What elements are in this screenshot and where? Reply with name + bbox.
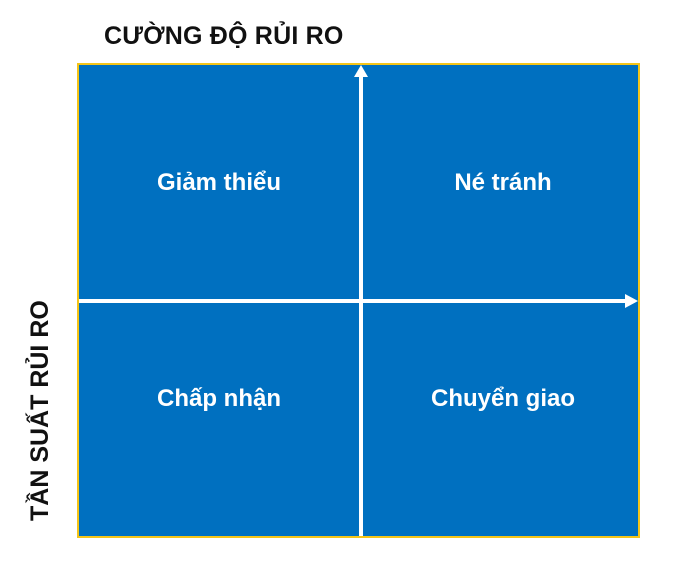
quadrant-bottom-left: Chấp nhận xyxy=(157,385,281,412)
quadrant-top-right: Né tránh xyxy=(454,169,552,196)
quadrant-top-left: Giảm thiểu xyxy=(156,169,282,196)
quadrant-bottom-right: Chuyển giao xyxy=(430,385,575,412)
horizontal-axis-line xyxy=(79,299,628,303)
x-axis-title: CƯỜNG ĐỘ RỦI RO xyxy=(104,22,344,50)
risk-matrix: Giảm thiểu Né tránh Chấp nhận Chuyển gia… xyxy=(77,63,640,538)
arrow-right-icon xyxy=(625,294,638,308)
vertical-axis-line xyxy=(359,73,363,536)
arrow-up-icon xyxy=(354,65,368,77)
y-axis-title: TẦN SUẤT RỦI RO xyxy=(26,300,54,521)
